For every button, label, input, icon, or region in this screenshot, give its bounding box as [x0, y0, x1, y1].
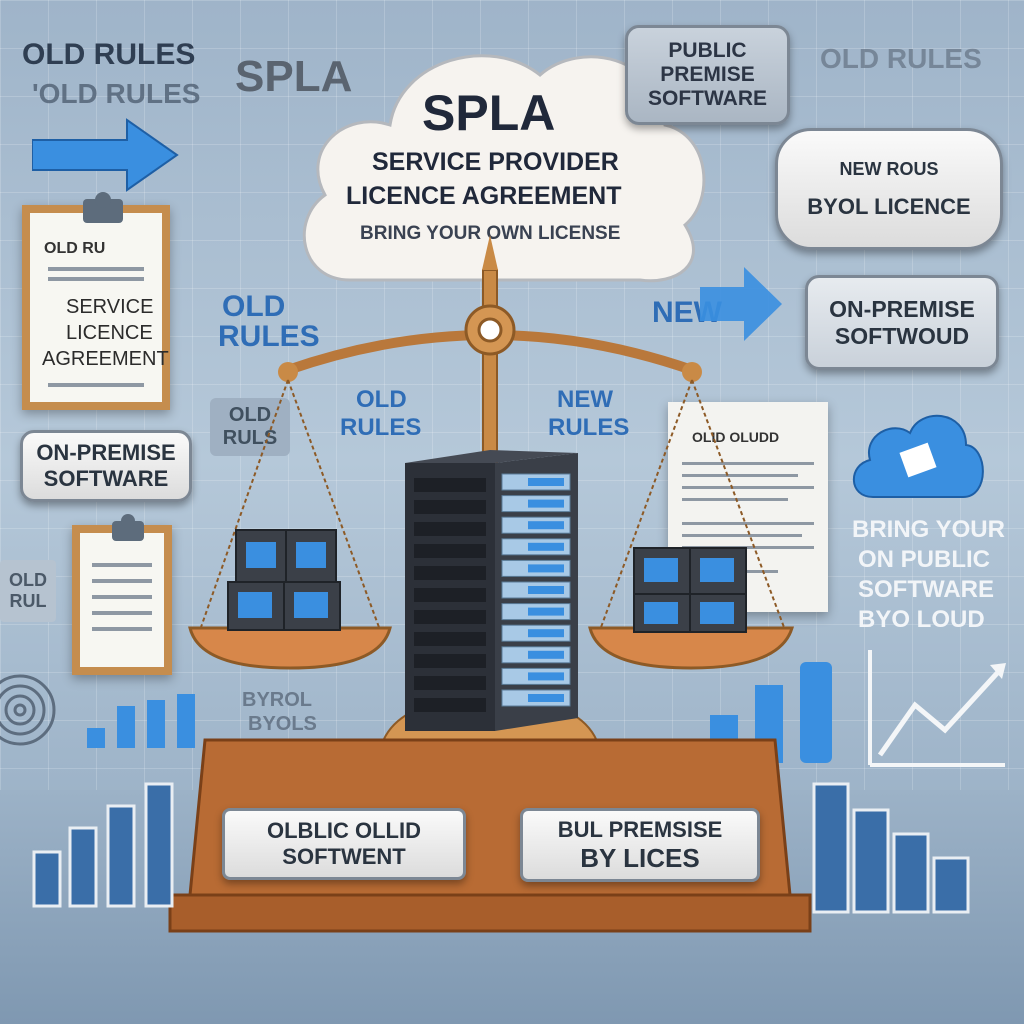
- cloud-line-service-provider: SERVICE PROVIDER: [372, 148, 619, 176]
- server-bay-front: [414, 500, 486, 514]
- cloud-title-spla: SPLA: [422, 85, 556, 141]
- byrol-label-2: BYOLS: [248, 713, 317, 735]
- server-bay-light: [528, 478, 564, 486]
- bar-chart-icon: [812, 782, 970, 914]
- spla-heading: SPLA: [235, 52, 353, 101]
- server-bay-light: [528, 607, 564, 616]
- bring-your-line-3: SOFTWARE: [858, 576, 994, 603]
- scale-old-rules-1: OLD: [356, 386, 407, 413]
- clipboard-title: OLD RU: [44, 240, 106, 257]
- clipboard-line-service: SERVICE: [66, 296, 154, 318]
- clipboard-line-agreement: AGREEMENT: [42, 348, 169, 370]
- server-bay-front: [414, 478, 486, 492]
- clipboard-clip-icon: [83, 192, 123, 223]
- server-bay-light: [528, 564, 564, 573]
- public-premise-software-label: PUBLIC PREMISE SOFTWARE: [625, 25, 790, 125]
- cloud-icon: [852, 414, 984, 498]
- fingerprint-icon: [0, 674, 56, 746]
- clipboard-line-licence: LICENCE: [66, 322, 153, 344]
- clipboard-clip-icon: [112, 514, 144, 541]
- server-rack-icon: [405, 450, 578, 731]
- on-premise-softwoud-label: ON-PREMISE SOFTWOUD: [805, 275, 999, 370]
- server-bay-light: [528, 586, 564, 594]
- scale-new-rules-1: NEW: [557, 386, 613, 413]
- old-rules-top-right: OLD RULES: [820, 43, 982, 74]
- cloud-line-licence-agreement: LICENCE AGREEMENT: [346, 182, 622, 210]
- bring-your-line-4: BYO LOUD: [858, 606, 985, 633]
- server-bay-light: [528, 521, 564, 530]
- scale-old-rules-2: RULES: [340, 414, 422, 441]
- old-rules-blue-2: RULES: [218, 320, 320, 353]
- server-bay-front: [414, 566, 486, 580]
- clipboard-service-licence: OLD RU SERVICE LICENCE AGREEMENT: [22, 192, 170, 410]
- scale-new-rules-2: RULES: [548, 414, 630, 441]
- bar-chart-icon: [87, 694, 195, 748]
- trend-chart-icon: [868, 650, 1006, 767]
- server-bay-light: [528, 629, 564, 638]
- server-bay-front: [414, 698, 486, 712]
- clipboard-document: [72, 514, 172, 675]
- bring-your-line-1: BRING YOUR: [852, 516, 1005, 543]
- old-rules-top-left: OLD RULES: [22, 38, 196, 71]
- server-bay-light: [528, 672, 564, 681]
- new-rous-byol-licence-label: NEW ROUS BYOL LICENCE: [775, 128, 1003, 250]
- server-bay-front: [414, 522, 486, 536]
- server-bay-light: [528, 694, 564, 702]
- server-bay-front: [414, 676, 486, 690]
- byrol-label-1: BYROL: [242, 689, 312, 711]
- server-bay-front: [414, 654, 486, 668]
- cloud-line-byol: BRING YOUR OWN LICENSE: [360, 223, 621, 244]
- old-rules-top-left-shadow: 'OLD RULES: [32, 78, 201, 109]
- server-bay-front: [414, 610, 486, 624]
- server-bay-light: [528, 499, 564, 508]
- cloud-banner: [302, 54, 706, 283]
- arrow-right-icon: [32, 118, 179, 192]
- bring-your-line-2: ON PUBLIC: [858, 546, 990, 573]
- server-bay-front: [414, 544, 486, 558]
- server-bay-light: [528, 542, 564, 551]
- bar-chart-icon: [32, 782, 174, 908]
- server-bay-light: [528, 650, 564, 659]
- server-bay-front: [414, 588, 486, 602]
- server-bay-front: [414, 632, 486, 646]
- arrow-right-icon: [700, 267, 782, 341]
- old-rules-blue-1: OLD: [222, 290, 286, 323]
